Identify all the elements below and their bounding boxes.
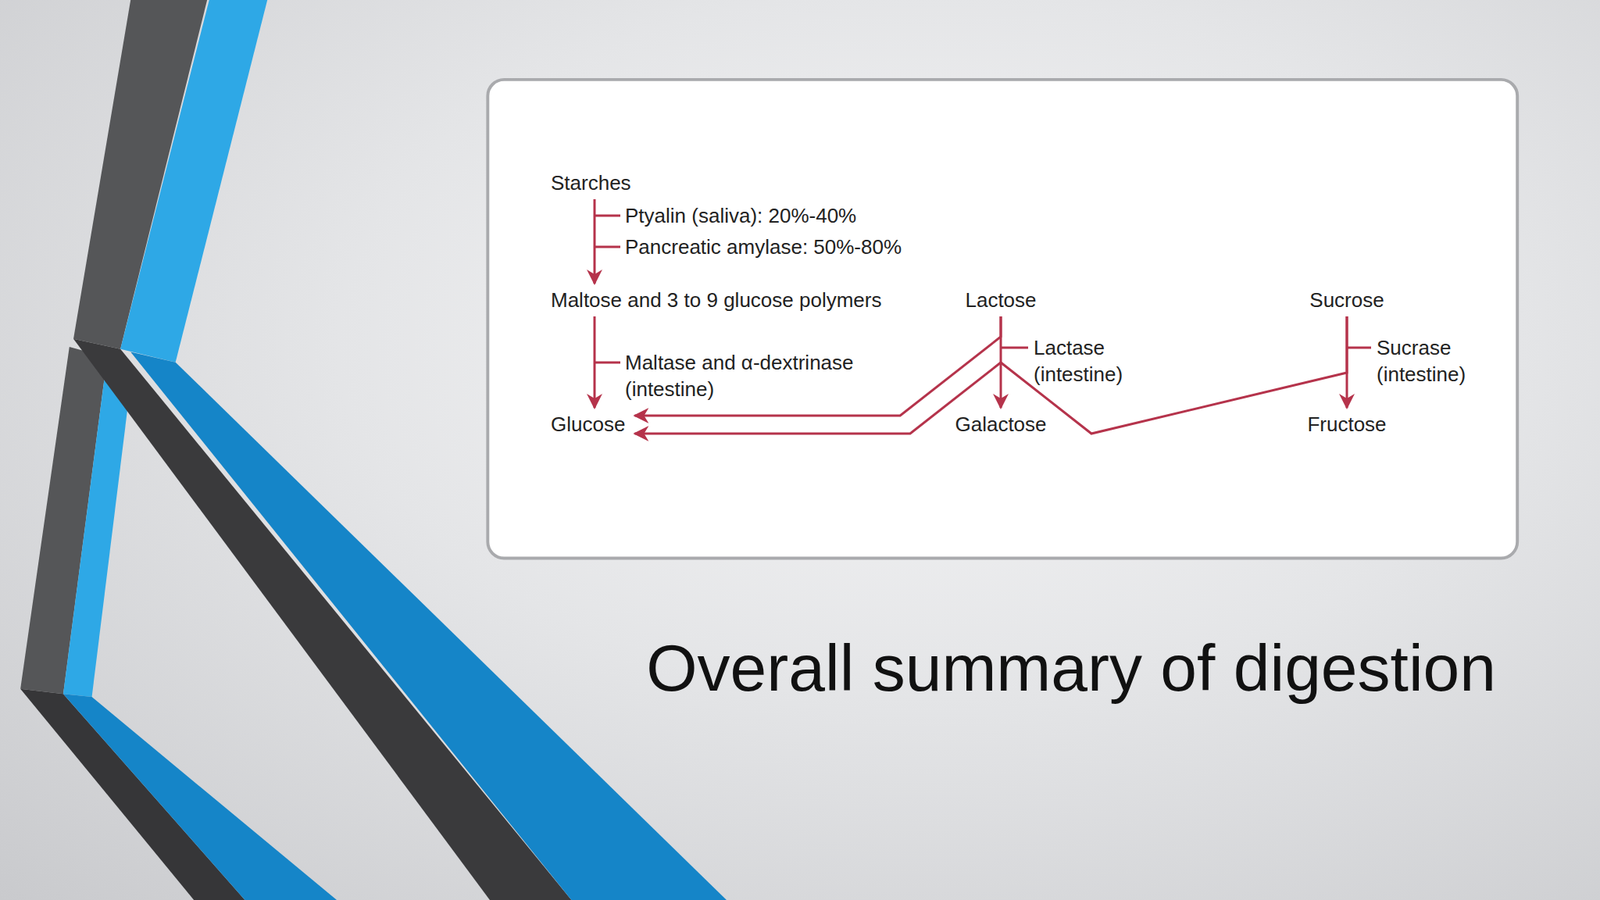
sugar-name: Maltose and 3 to 9 glucose polymers [550, 288, 882, 312]
enzyme-label: Lactase (intestine) [1033, 334, 1151, 388]
enzyme-label: Pancreatic amylase: 50%-80% [625, 233, 902, 261]
sugar-name: Glucose [550, 412, 625, 436]
sugar-name: Sucrose [1309, 288, 1384, 312]
connector [593, 199, 597, 284]
blue-stripe [63, 693, 337, 900]
blue-stripe [120, 0, 268, 363]
connector [593, 316, 597, 408]
sugar-name: Lactose [964, 288, 1036, 312]
sugar-name: Galactose [954, 412, 1047, 436]
leader-tick [594, 246, 621, 249]
sugar-node: Maltose and 3 to 9 glucose polymers [547, 286, 885, 314]
sugar-node: Starches [547, 169, 635, 197]
sugar-node: Fructose [1303, 410, 1390, 438]
connector [1346, 316, 1349, 408]
sugar-node: Galactose [951, 410, 1050, 438]
enzyme-label: Sucrase (intestine) [1376, 334, 1494, 388]
slide-title: Overall summary of digestion [646, 625, 1497, 711]
leader-tick [594, 214, 621, 218]
blue-stripe [63, 357, 133, 697]
leader-tick [594, 361, 621, 365]
dark-stripe [20, 689, 245, 900]
leader-tick [1346, 346, 1372, 350]
sugar-name: Fructose [1307, 412, 1386, 436]
figure-panel [487, 79, 1518, 559]
enzyme-label: Maltase and α-dextrinase (intestine) [625, 349, 899, 403]
sugar-name: Starches [550, 171, 632, 195]
sugar-node: Sucrose [1306, 286, 1387, 314]
sugar-node: Lactose [961, 286, 1040, 314]
sugar-node: Glucose [547, 410, 629, 438]
enzyme-label: Ptyalin (saliva): 20%-40% [625, 202, 857, 229]
leader-tick [1000, 346, 1029, 350]
